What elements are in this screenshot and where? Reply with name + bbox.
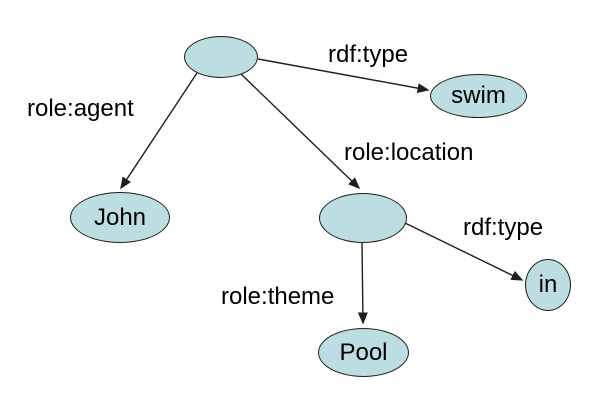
node-pool: Pool [318, 328, 409, 377]
edge-label-role-agent: role:agent [27, 95, 134, 122]
edge-label-role-location: role:location [344, 139, 474, 166]
node-swim-label: swim [451, 82, 506, 109]
edge-blank-event-to-blank-location [240, 73, 361, 190]
node-in-label: in [538, 271, 558, 298]
node-blank-location [319, 193, 407, 243]
edge-label-rdftype-in: rdf:type [463, 214, 544, 241]
edge-blank-location-to-pool [357, 242, 368, 325]
edge-label-rdftype-swim: rdf:type [328, 41, 409, 68]
node-john-label: John [93, 203, 147, 231]
node-in: in [525, 259, 571, 311]
edge-blank-location-to-in [404, 222, 524, 281]
edge-label-role-theme: role:theme [221, 283, 335, 310]
edge-blank-event-to-swim [257, 58, 430, 94]
node-blank-event [184, 36, 258, 78]
node-john: John [70, 192, 170, 243]
edge-blank-event-to-john [120, 72, 198, 190]
node-swim: swim [430, 74, 527, 118]
node-pool-label: Pool [339, 338, 388, 366]
